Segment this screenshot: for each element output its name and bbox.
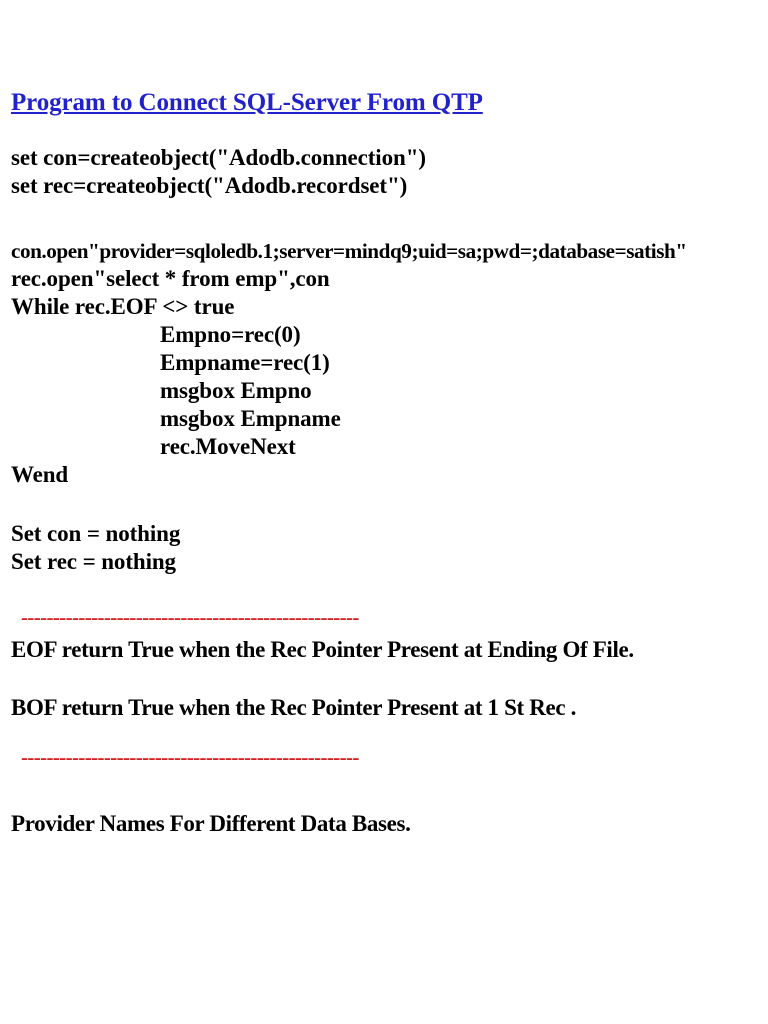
code-line: msgbox Empname xyxy=(160,406,341,431)
code-line: set rec=createobject("Adodb.recordset") xyxy=(11,173,408,198)
note-eof: EOF return True when the Rec Pointer Pre… xyxy=(11,636,634,664)
note-text: BOF return True when the Rec Pointer Pre… xyxy=(11,695,577,720)
code-block-cleanup: Set con = nothing Set rec = nothing xyxy=(11,520,180,576)
note-bof: BOF return True when the Rec Pointer Pre… xyxy=(11,694,576,722)
code-line: Empname=rec(1) xyxy=(160,350,330,375)
section-separator-bottom: ----------------------------------------… xyxy=(21,747,359,768)
note-text: EOF return True when the Rec Pointer Pre… xyxy=(11,637,634,662)
footer-heading: Provider Names For Different Data Bases. xyxy=(11,810,411,838)
code-line: Empno=rec(0) xyxy=(160,322,301,347)
code-line: rec.open"select * from emp",con xyxy=(11,266,330,291)
code-line: Set rec = nothing xyxy=(11,549,176,574)
page-title: Program to Connect SQL-Server From QTP xyxy=(11,89,483,116)
footer-heading-text: Provider Names For Different Data Bases. xyxy=(11,811,411,836)
code-line: msgbox Empno xyxy=(160,378,312,403)
code-line: Set con = nothing xyxy=(11,521,181,546)
code-block-loop: con.open"provider=sqloledb.1;server=mind… xyxy=(11,238,697,489)
code-line-connection-string: con.open"provider=sqloledb.1;server=mind… xyxy=(11,239,687,263)
code-line: rec.MoveNext xyxy=(160,434,296,459)
code-line: While rec.EOF <> true xyxy=(11,294,235,319)
code-block-declarations: set con=createobject("Adodb.connection")… xyxy=(11,144,426,200)
code-line: Wend xyxy=(11,462,69,487)
code-line: set con=createobject("Adodb.connection") xyxy=(11,145,426,170)
section-separator-top: ----------------------------------------… xyxy=(21,607,359,628)
